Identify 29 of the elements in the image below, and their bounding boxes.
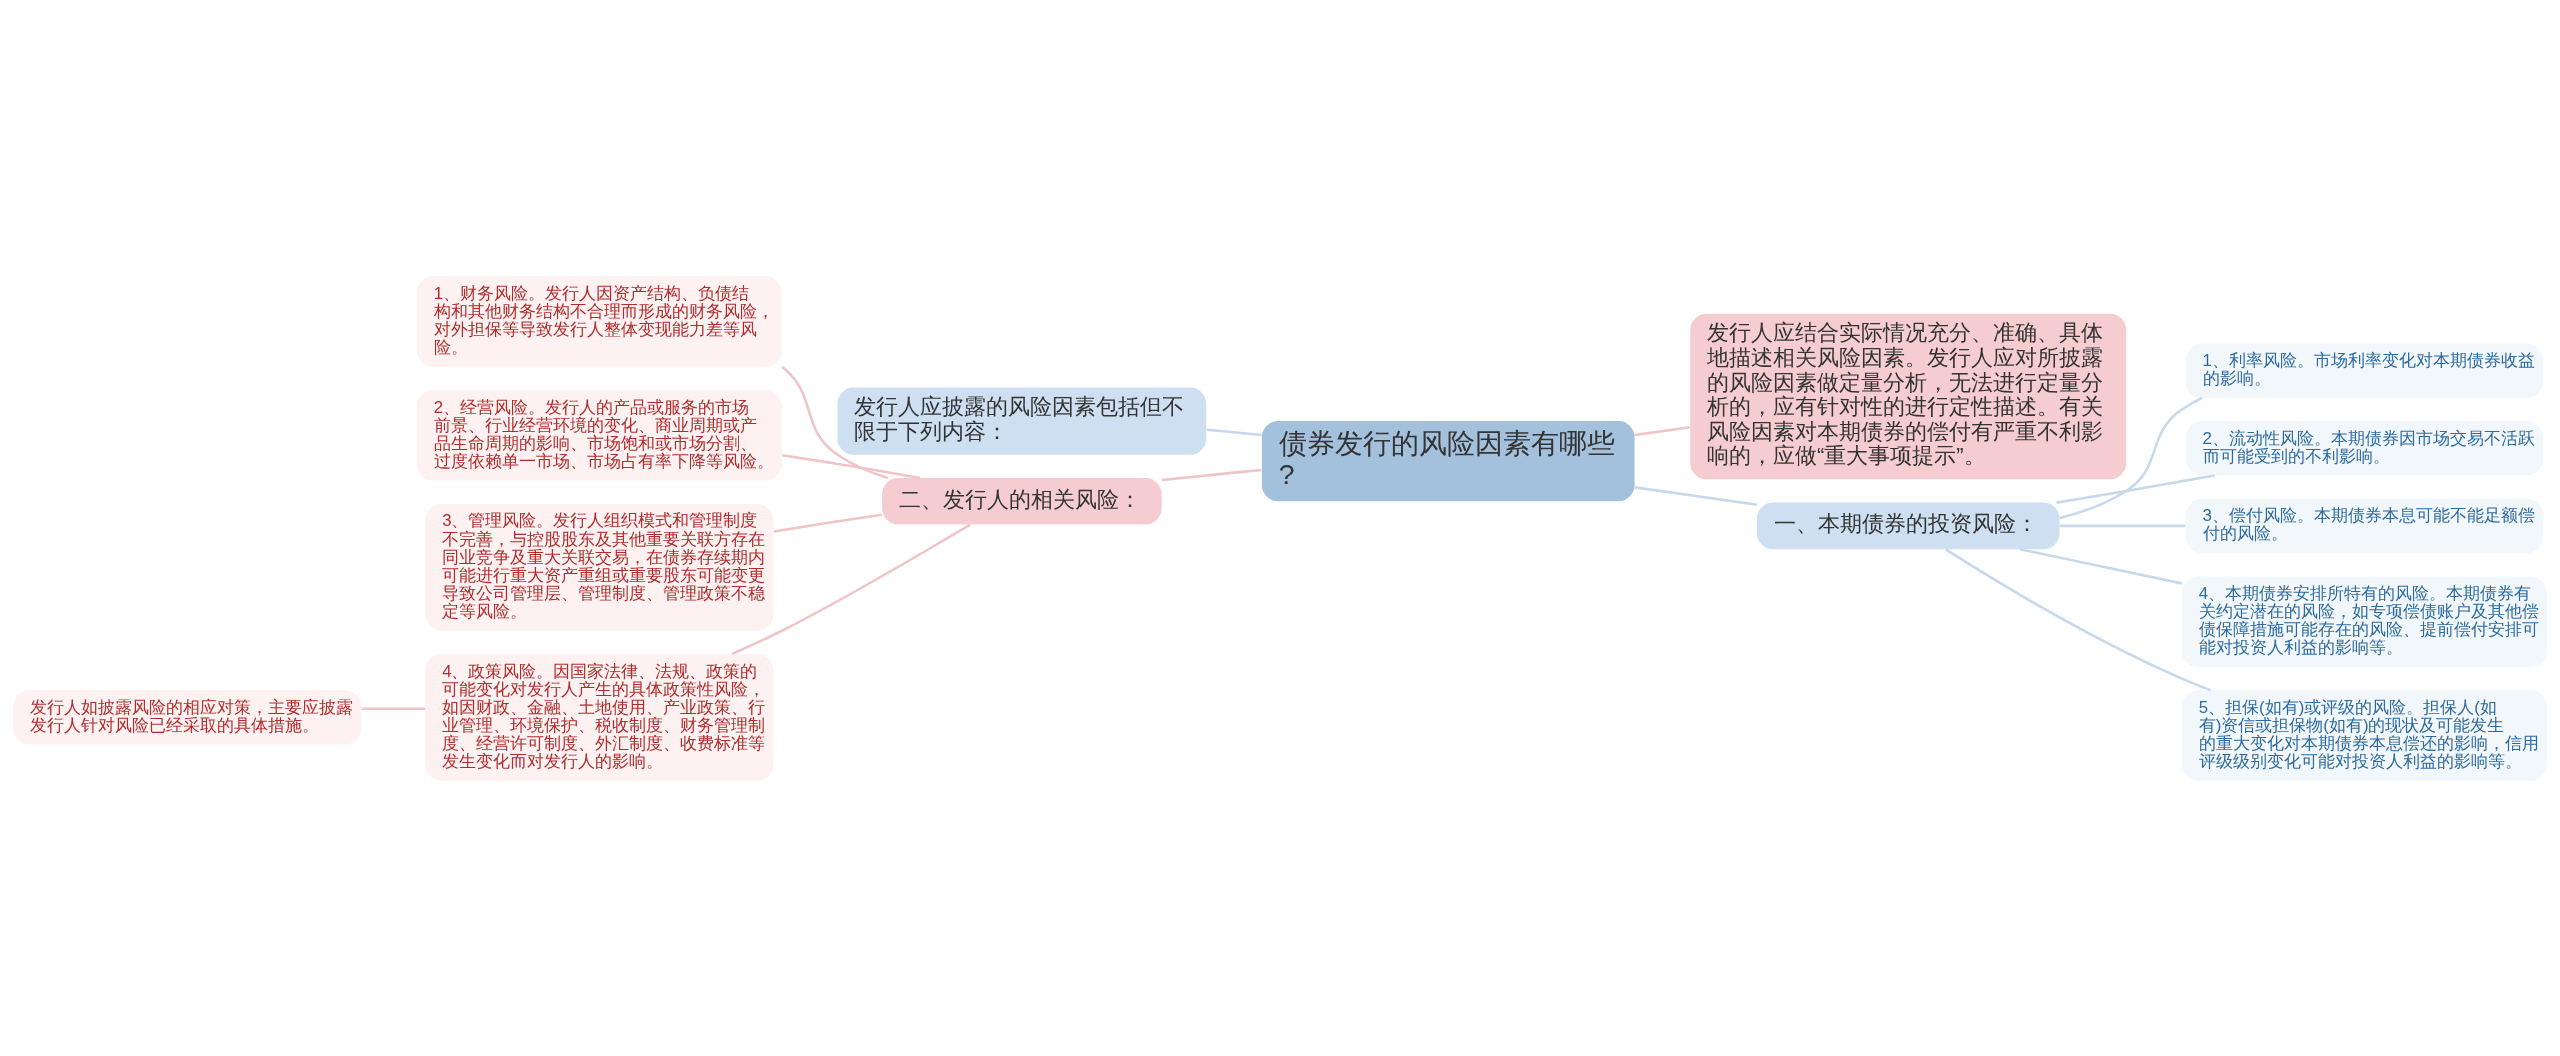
node-box: 4、本期债券安排所特有的风险。本期债券有关约定潜在的风险，如专项偿债账户及其他偿债保障措施可能存在的风险、提前偿付安排可能对投资人利益的影响等。 (2181, 575, 2547, 667)
node-box: 发行人如披露风险的相应对策，主要应披露发行人针对风险已经采取的具体措施。 (13, 689, 362, 745)
connector (1634, 425, 1691, 436)
connector (1206, 428, 1262, 436)
connector (782, 453, 921, 479)
node-box: 1、财务风险。发行人因资产结构、负债结构和其他财务结构不合理而形成的财务风险，对外担保等导致发行人整体变现能力差等风险。 (416, 275, 782, 367)
node-box: 发行人应披露的风险因素包括但不限于下列内容： (837, 386, 1207, 455)
node-box: 2、经营风险。发行人的产品或服务的市场前景、行业经营环境的变化、商业周期或产品生命周期的影响、市场饱和或市场分割、过度依赖单一市场、市场占有率下降等风险。 (416, 389, 782, 481)
node-box: 债券发行的风险因素有哪些? (1261, 420, 1635, 501)
node-box: 一、本期债券的投资风险： (1756, 502, 2060, 549)
node-box: 2、流动性风险。本期债券因市场交易不活跃而可能受到的不利影响。 (2185, 420, 2543, 475)
connector (2059, 524, 2186, 527)
connector (781, 365, 889, 479)
connector (1161, 468, 1262, 481)
node-box: 5、担保(如有)或评级的风险。担保人(如有)资信或担保物(如有)的现状及可能发生的重大变化对本期债券本息偿还的影响，信用评级级别变化可能对投资人利益的影响等。 (2181, 689, 2547, 781)
node-box: 3、管理风险。发行人组织模式和管理制度不完善，与控股股东及其他重要关联方存在同业竞争及重大关联交易，在债券存续期内可能进行重大资产重组或重要股东可能变更导致公司管理层、管理制度、管理政策不稳定等风险。 (425, 503, 774, 631)
connector (2019, 547, 2182, 585)
connector (2056, 473, 2215, 504)
node-box: 二、发行人的相关风险： (882, 477, 1162, 525)
connector (2059, 396, 2203, 519)
connector (1945, 547, 2211, 691)
connector (773, 513, 883, 533)
connector (1634, 485, 1757, 506)
connector (361, 706, 426, 710)
node-box: 发行人应结合实际情况充分、准确、具体地描述相关风险因素。发行人应对所披露的风险因素做定量分析，无法进行定量分析的，应有针对性的进行定性描述。有关风险因素对本期债券的偿付有严重不利影响的，应做“重大事项提示”。 (1690, 313, 2127, 479)
connector (731, 523, 972, 655)
node-box: 3、偿付风险。本期债券本息可能不能足额偿付的风险。 (2185, 498, 2543, 553)
node-box: 4、政策风险。因国家法律、法规、政策的可能变化对发行人产生的具体政策性风险，如因财政、金融、土地使用、产业政策、行业管理、环境保护、税收制度、财务管理制度、经营许可制度、外汇制度、收费标准等发生变化而对发行人的影响。 (425, 653, 774, 781)
node-box: 1、利率风险。市场利率变化对本期债券收益的影响。 (2185, 342, 2543, 398)
